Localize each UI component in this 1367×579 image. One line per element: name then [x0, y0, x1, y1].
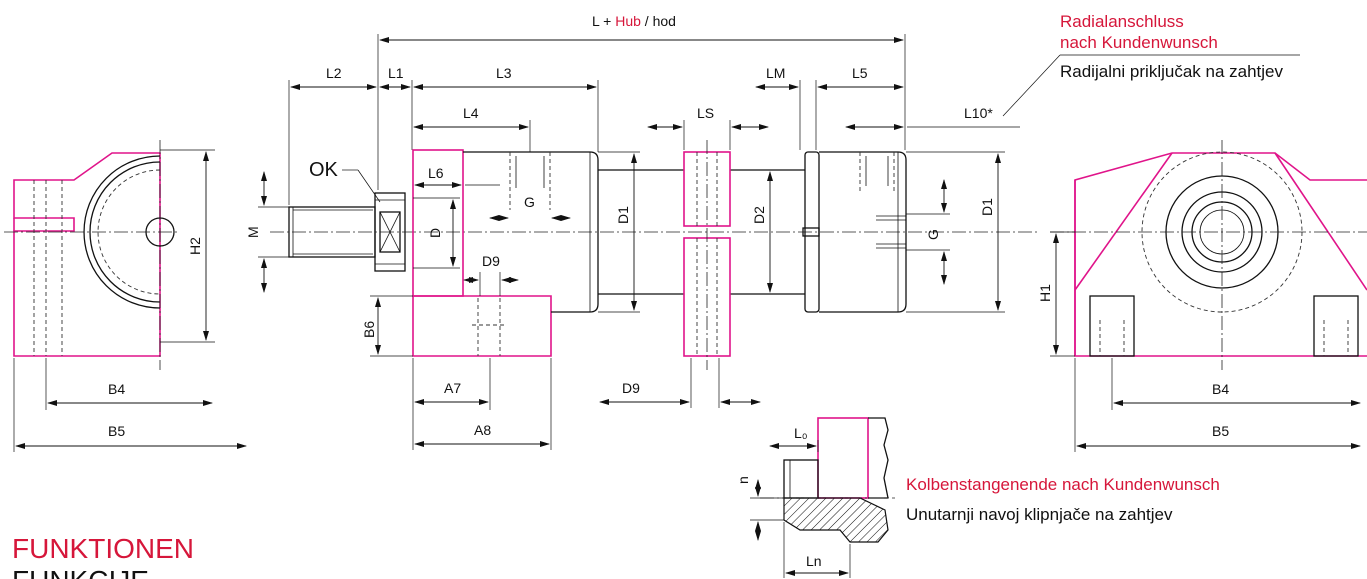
dim-A7: A7	[444, 380, 461, 396]
dim-B5-right: B5	[1212, 423, 1229, 439]
dim-D9-front: D9	[482, 253, 500, 269]
dim-L0: L₀	[794, 425, 808, 441]
right-bracket-outline	[1074, 152, 1367, 357]
dim-B5-left: B5	[108, 423, 125, 439]
radial-connection-note: Radialanschluss nach Kundenwunsch Radija…	[1002, 12, 1300, 117]
detail-head	[817, 417, 869, 499]
front-head	[463, 151, 599, 313]
rod-end-note-de: Kolbenstangenende nach Kundenwunsch	[906, 475, 1220, 494]
dim-D2: D2	[751, 206, 767, 224]
dim-G-front: G	[524, 194, 535, 210]
section-title-hr: FUNKCIJE	[12, 565, 149, 579]
left-bracket-outline	[13, 152, 161, 357]
dim-L5: L5	[852, 65, 868, 81]
dim-A8: A8	[474, 422, 491, 438]
dim-LS: LS	[697, 105, 714, 121]
dim-D1-rear: D1	[979, 198, 995, 216]
right-side-view: H1 B4 B5	[1037, 140, 1367, 452]
dim-L6: L6	[428, 165, 444, 181]
dim-D1-front: D1	[615, 206, 631, 224]
dim-L3: L3	[496, 65, 512, 81]
dim-L4: L4	[463, 105, 479, 121]
label-ok: OK	[309, 159, 339, 181]
cylinder-main-view: L + Hub / hod L2 L1 L3 L4 LM L5 L10* LS	[245, 13, 1040, 450]
rear-head	[819, 151, 907, 313]
rod-end-detail: L₀ n Ln	[735, 417, 895, 578]
dim-L2: L2	[326, 65, 342, 81]
dim-L1: L1	[388, 65, 404, 81]
section-title-de: FUNKTIONEN	[12, 533, 194, 564]
foot-block-left	[412, 295, 552, 357]
left-side-view: H2 B4 B5	[4, 140, 247, 452]
dim-LM: LM	[766, 65, 785, 81]
dim-B6: B6	[361, 321, 377, 338]
radial-note-hr: Radijalni priključak na zahtjev	[1060, 62, 1284, 81]
rod-end-note: Kolbenstangenende nach Kundenwunsch Unut…	[906, 475, 1220, 524]
dim-B4-left: B4	[108, 381, 125, 397]
dim-D9-center: D9	[622, 380, 640, 396]
dim-G-rear: G	[925, 229, 941, 240]
dim-M: M	[245, 226, 261, 238]
dim-B4-right: B4	[1212, 381, 1229, 397]
dim-total-length: L + Hub / hod	[592, 13, 676, 29]
radial-note-de-line2: nach Kundenwunsch	[1060, 33, 1218, 52]
dim-D: D	[427, 228, 443, 238]
dim-L10: L10*	[964, 105, 993, 121]
dim-n: n	[735, 476, 751, 484]
dim-H1: H1	[1037, 284, 1053, 302]
dim-H2: H2	[187, 237, 203, 255]
rod-end-note-hr: Unutarnji navoj klipnjače na zahtjev	[906, 505, 1173, 524]
radial-note-de-line1: Radialanschluss	[1060, 12, 1184, 31]
dim-Ln: Ln	[806, 553, 822, 569]
